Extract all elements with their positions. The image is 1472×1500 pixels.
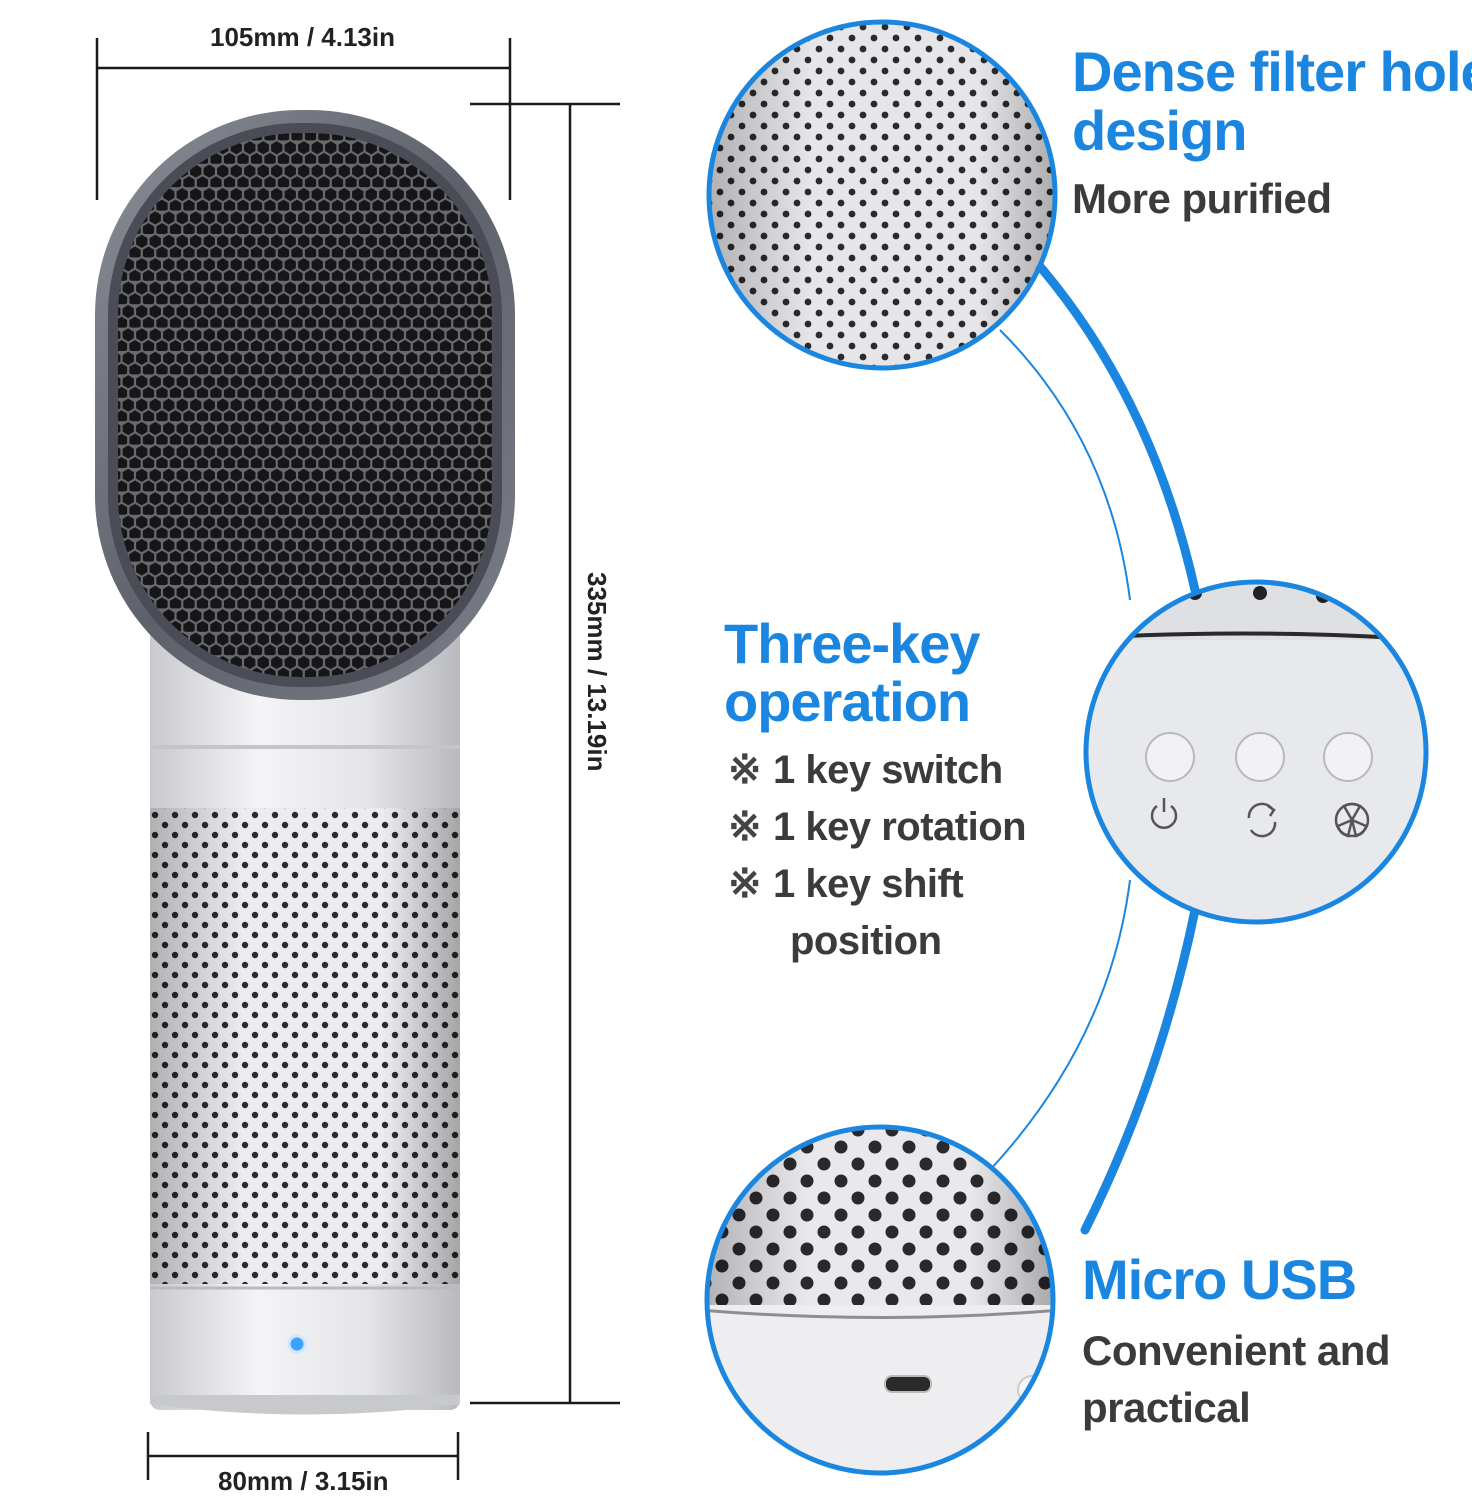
detail-usb (704, 1124, 1056, 1476)
filter-title-line1: Dense filter hole (1072, 40, 1472, 103)
purifier-device (95, 110, 515, 1415)
filter-title-line2: design (1072, 99, 1247, 162)
led-indicator (287, 1334, 307, 1354)
power-icon (1150, 798, 1178, 829)
top-width-label: 105mm / 4.13in (210, 22, 395, 52)
bullet-text: 1 key rotation (773, 805, 1027, 849)
usb-subtitle-line2: practical (1082, 1384, 1251, 1431)
bullet-mark: ※ (728, 748, 762, 792)
detail-keys (1083, 579, 1429, 925)
bullet-mark: ※ (728, 862, 762, 906)
usb-title: Micro USB (1082, 1248, 1357, 1311)
keys-bullet-continuation: position (790, 919, 942, 963)
bullet-mark: ※ (728, 805, 762, 849)
bottom-width-label: 80mm / 3.15in (218, 1466, 389, 1496)
rotation-icon (1247, 802, 1277, 838)
keys-title-line2: operation (724, 670, 971, 733)
height-label: 335mm / 13.19in (582, 572, 612, 772)
bullet-text: 1 key switch (773, 748, 1003, 792)
connector-arc-thick (1025, 250, 1200, 1235)
usb-subtitle-line1: Convenient and (1082, 1327, 1391, 1374)
keys-bullet-3: ※1 key shift (728, 856, 964, 913)
keys-bullet-2: ※1 key rotation (728, 799, 1027, 856)
connector-arc-thin (989, 329, 1131, 1171)
fan-icon (1334, 802, 1370, 838)
keys-bullet-1: ※1 key switch (728, 742, 1003, 799)
dimension-lines (95, 38, 620, 1480)
detail-filter-holes (706, 19, 1058, 371)
usb-port-icon (884, 1375, 932, 1393)
bullet-text: 1 key shift (773, 862, 964, 906)
keys-title-line1: Three-key (724, 612, 981, 675)
filter-subtitle: More purified (1072, 175, 1332, 222)
